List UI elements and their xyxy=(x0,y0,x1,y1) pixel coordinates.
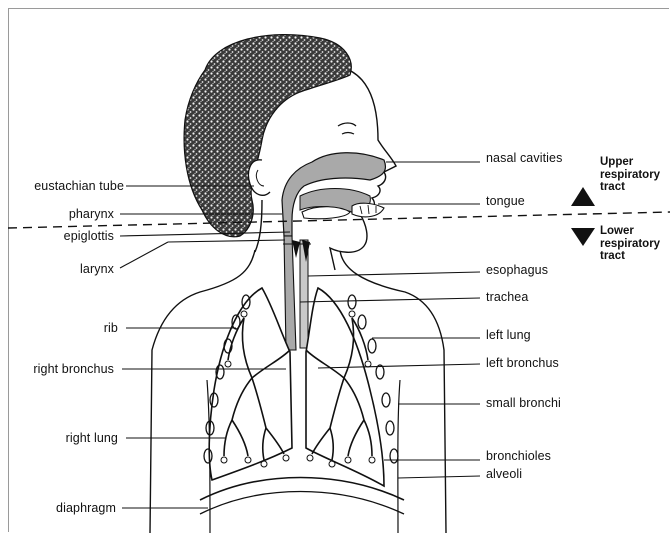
upper-tract-line-1: Upper xyxy=(600,156,660,169)
label-eustachian-tube: eustachian tube xyxy=(34,179,124,193)
label-epiglottis: epiglottis xyxy=(64,229,114,243)
label-small-bronchi: small bronchi xyxy=(486,396,561,410)
lower-tract-arrow-icon xyxy=(571,228,595,246)
trachea-tube xyxy=(284,236,296,350)
label-nasal-cavities: nasal cavities xyxy=(486,151,562,165)
label-pharynx: pharynx xyxy=(69,207,114,221)
lower-tract-line-3: tract xyxy=(600,250,660,263)
label-trachea: trachea xyxy=(486,290,528,304)
label-diaphragm: diaphragm xyxy=(56,501,116,515)
left-lung-shape xyxy=(306,288,384,486)
upper-tract-line-2: respiratory xyxy=(600,169,660,182)
lower-tract-line-2: respiratory xyxy=(600,238,660,251)
label-left-lung: left lung xyxy=(486,328,531,342)
label-larynx: larynx xyxy=(80,262,114,276)
upper-tract-arrow-icon xyxy=(571,187,595,206)
lower-tract-line-1: Lower xyxy=(600,225,660,238)
upper-tract-line-3: tract xyxy=(600,181,660,194)
right-lung-shape xyxy=(209,288,292,480)
label-esophagus: esophagus xyxy=(486,263,548,277)
lower-tract-caption: Lower respiratory tract xyxy=(600,225,660,263)
label-bronchioles: bronchioles xyxy=(486,449,551,463)
label-left-bronchus: left bronchus xyxy=(486,356,559,370)
label-alveoli: alveoli xyxy=(486,467,522,481)
label-right-bronchus: right bronchus xyxy=(33,362,114,376)
label-right-lung: right lung xyxy=(66,431,118,445)
upper-tract-caption: Upper respiratory tract xyxy=(600,156,660,194)
label-rib: rib xyxy=(104,321,118,335)
label-tongue: tongue xyxy=(486,194,525,208)
